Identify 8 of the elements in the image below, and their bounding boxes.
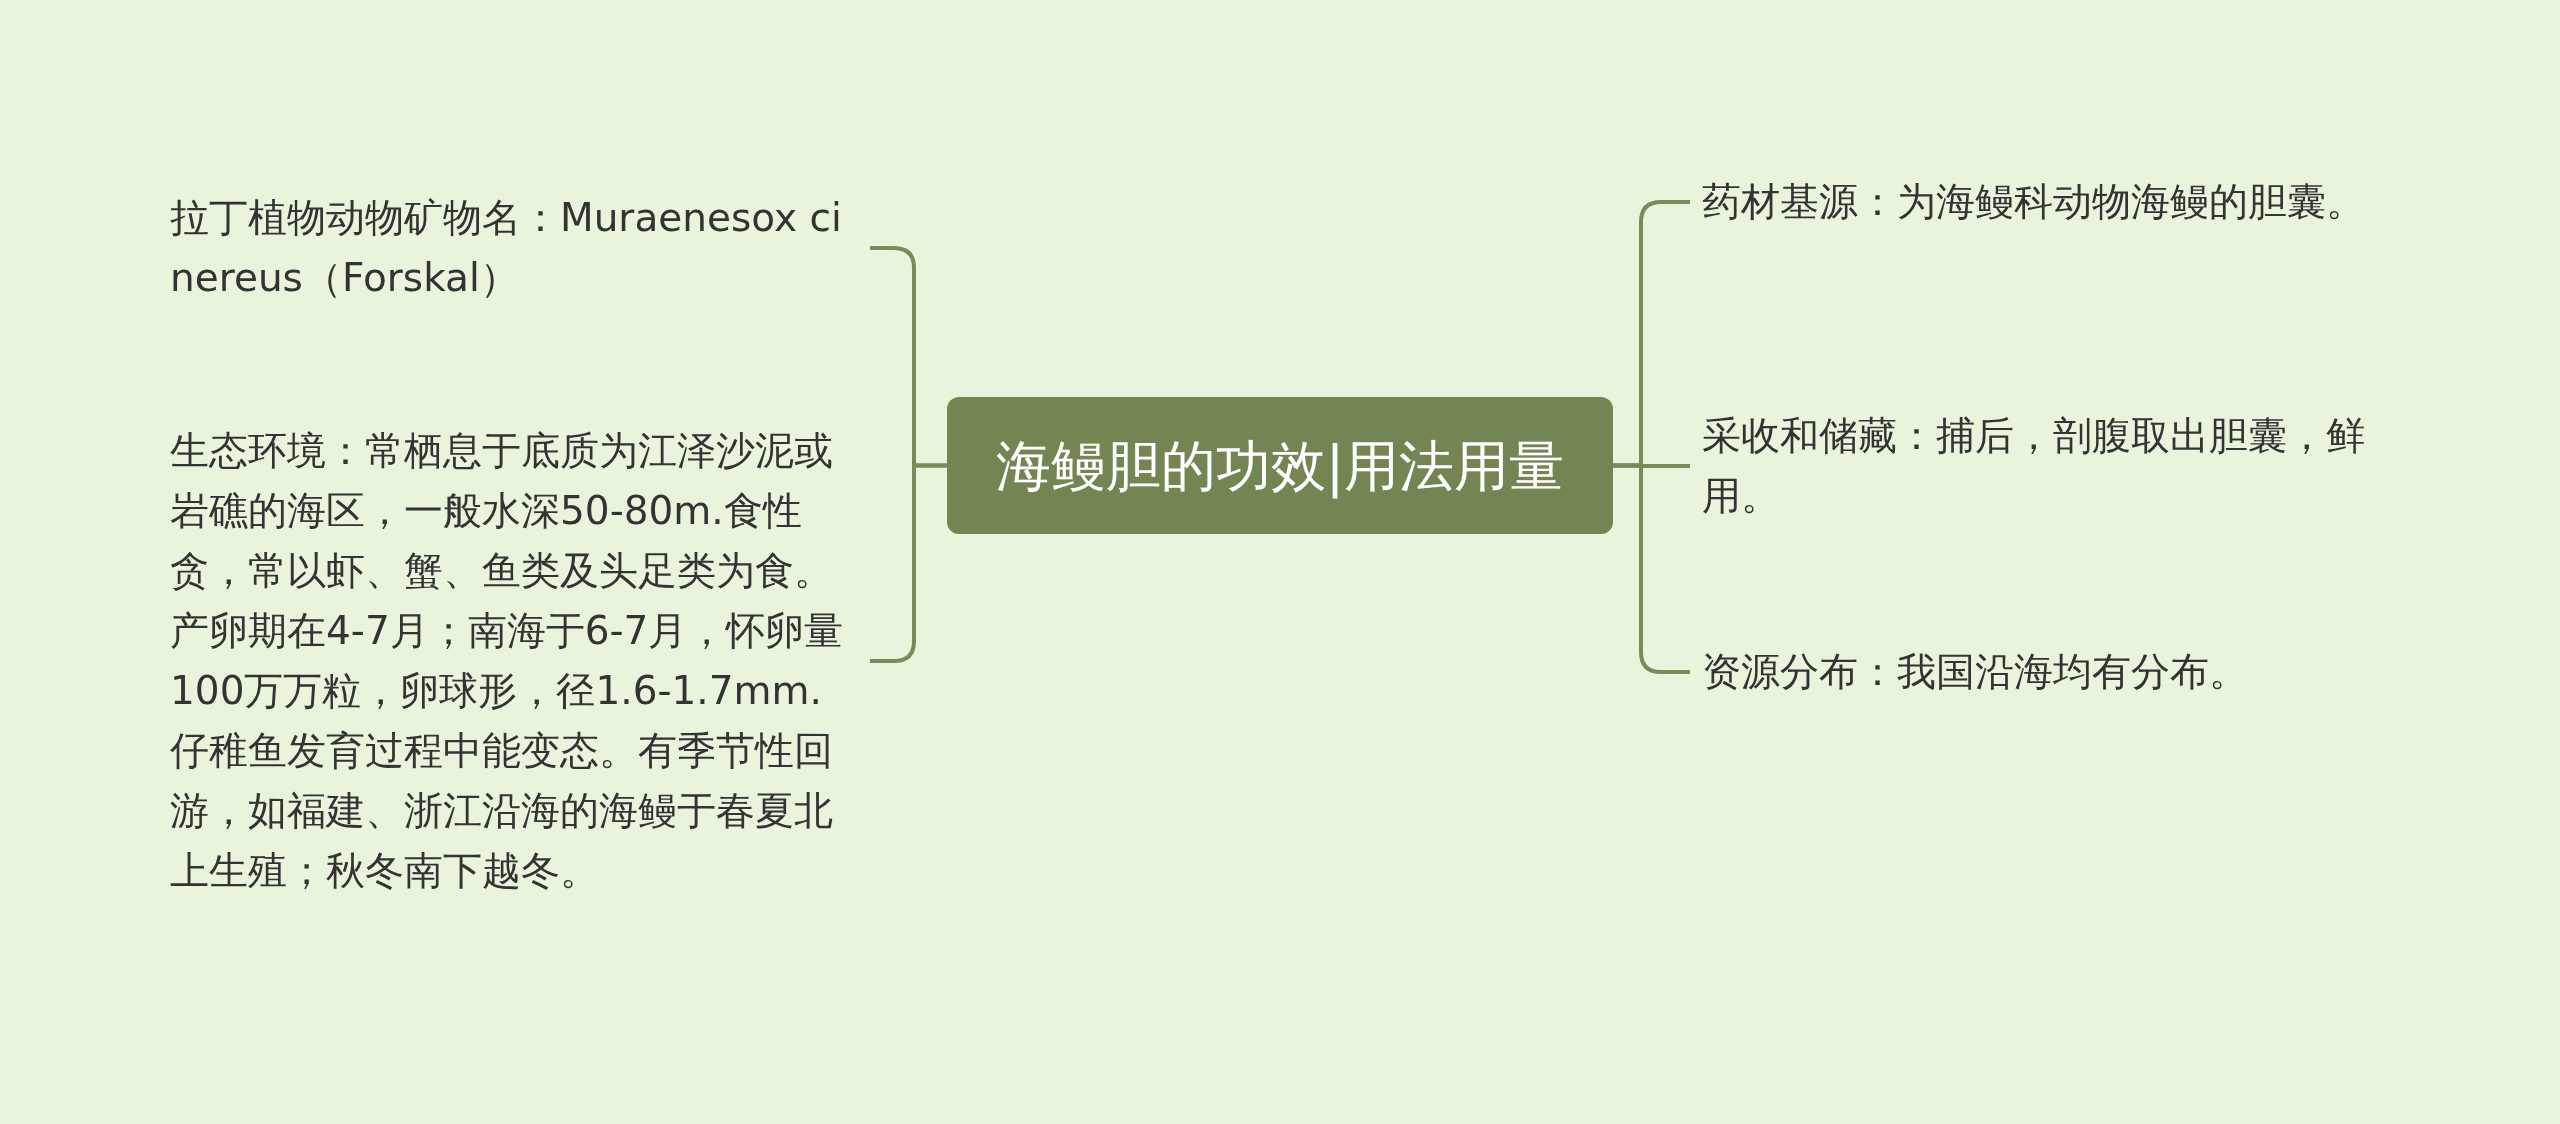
topic-text: 药材基源：为海鳗科动物海鳗的胆囊。: [1690, 172, 2390, 232]
connector-line: [870, 463, 947, 663]
topic-text: 生态环境：常栖息于底质为江泽沙泥或岩礁的海区，一般水深50-80m.食性贪，常以虾、蟹、鱼类及头足类为食。产卵期在4-7月；南海于6-7月，怀卵量100万万粒，卵球形，径1.6-1.7mm.仔稚鱼发育过程中能变态。有季节性回游，如福建、浙江沿海的海鳗于春夏北上生殖；秋冬南下越冬。: [170, 421, 870, 901]
topic-text: 采收和储藏：捕后，剖腹取出胆囊，鲜用。: [1690, 406, 2390, 526]
central-topic-box: 海鳗胆的功效|用法用量: [947, 397, 1613, 534]
topic-text: 拉丁植物动物矿物名：Muraenesox cinereus（Forskal）: [170, 188, 870, 308]
topic-text: 资源分布：我国沿海均有分布。: [1690, 642, 2390, 702]
connector-line: [1613, 463, 1690, 674]
